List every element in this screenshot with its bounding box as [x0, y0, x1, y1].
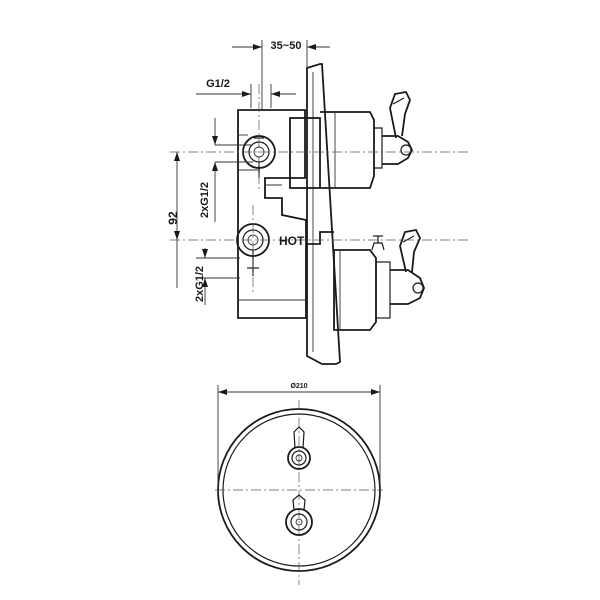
hot-label: HOT [279, 234, 305, 248]
front-upper-knob [287, 426, 311, 470]
lower-cartridge [306, 231, 391, 331]
outlet-upper-dimension [212, 118, 253, 222]
upper-lever-handle [382, 90, 414, 165]
lower-lever-handle [390, 228, 425, 305]
outlet-lower-dimension [196, 248, 240, 305]
centre-distance-label: 92 [166, 211, 180, 225]
outlet-lower-label: 2xG1/2 [194, 266, 206, 302]
side-view: 35~50 G1/2 92 2xG1/2 [166, 40, 470, 365]
inlet-thread-label: G1/2 [206, 78, 230, 90]
depth-range-label: 35~50 [271, 40, 302, 52]
front-lower-knob [285, 494, 313, 536]
valve-body [237, 109, 307, 319]
wall-plate [306, 63, 341, 365]
outlet-upper-label: 2xG1/2 [199, 182, 211, 218]
upper-cartridge [289, 111, 383, 189]
front-view: Ø210 [215, 383, 383, 585]
centre-distance-dimension [174, 152, 180, 288]
plate-diameter-label: Ø210 [290, 383, 307, 390]
depth-dimension [232, 40, 330, 110]
diameter-dimension [217, 385, 381, 495]
thread-dimension [196, 84, 296, 108]
